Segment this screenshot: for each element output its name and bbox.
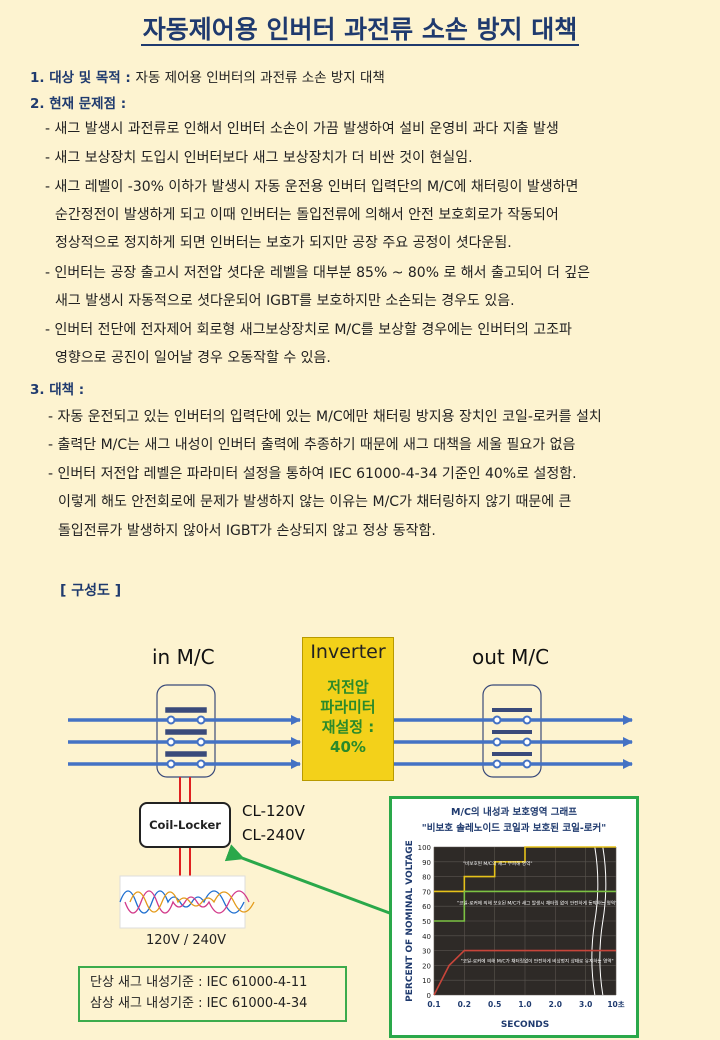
y-tick-label: 0 [427,992,431,1000]
series-line [434,846,616,893]
section-1-label: 1. 대상 및 목적 : [30,70,131,86]
y-tick-label: 70 [422,888,431,896]
coil-locker-box: Coil-Locker [139,802,231,848]
x-tick-label: 0.2 [458,1000,471,1009]
section-2-label: 2. 현재 문제점 : [30,96,127,112]
diagram-heading: [ 구성도 ] [60,583,122,599]
y-tick-label: 40 [422,933,431,941]
section-2-line: 영향으로 공진이 일어날 경우 오동작할 수 있음. [55,350,331,366]
chart-annotation: "코일-로커에 의해 M/C가 채터링없이 안전하게 비상정지 상태로 유지하는… [461,957,614,964]
voltage-label: 120V / 240V [146,933,227,948]
section-2-line: - 새그 보상장치 도입시 인버터보다 새그 보상장치가 더 비싼 것이 현실임… [45,150,473,166]
chart-subtitle: "비보호 솔레노이드 코일과 보호된 코일-로커" [421,823,607,834]
series-line [433,949,616,996]
chart-plot: 0 10 20 30 40 50 60 70 80 90 100 0.1 0.2 0.5 1.0 2.0 3.0… [405,840,625,1030]
inverter-line: 파라미터 [320,698,376,716]
section-1: 1. 대상 및 목적 : 자동 제어용 인버터의 과전류 소손 방지 대책 [30,66,385,86]
y-tick-label: 60 [422,903,431,911]
x-tick-label: 3.0 [579,1000,592,1009]
y-tick-label: 30 [422,948,431,956]
inverter-title: Inverter [310,641,386,663]
section-3-label: 3. 대책 : [30,382,85,398]
section-3-line: - 자동 운전되고 있는 인버터의 입력단에 있는 M/C에만 채터링 방지용 … [48,409,602,425]
x-tick-label: 0.1 [427,1000,440,1009]
section-2-line: 정상적으로 정지하게 되면 인버터는 보호가 되지만 공장 주요 공정이 셧다운… [55,235,512,251]
out-contactor-frame [482,684,542,778]
out-mc-label: out M/C [472,645,550,669]
inverter-setting-value: 40% [330,738,366,756]
standard-line: 삼상 새그 내성기준 : IEC 61000-4-34 [90,996,308,1011]
axis-break [599,846,607,996]
x-tick-label: 1.0 [518,1000,531,1009]
section-2-line: - 새그 레벨이 -30% 이하가 발생시 자동 운전용 인버터 입력단의 M/… [45,179,579,195]
axis-break [591,846,599,996]
tolerance-chart: M/C의 내성과 보호영역 그래프 "비보호 솔레노이드 코일과 보호된 코일-… [389,796,639,1038]
model-label: CL-240V [242,826,305,844]
section-2-line: 새그 발생시 자동적으로 셧다운되어 IGBT를 보호하지만 소손되는 경우도 … [55,293,515,309]
section-2-line: 순간정전이 발생하게 되고 이때 인버터는 돌입전류에 의해서 안전 보호회로가… [55,207,559,223]
y-tick-label: 100 [418,844,431,852]
in-contactor-frame [156,684,216,778]
inverter-line: 재설정 : [321,718,375,736]
section-2-line: - 새그 발생시 과전류로 인해서 인버터 소손이 가끔 발생하여 설비 운영비… [45,121,559,137]
section-3-line: 이렇게 해도 안전회로에 문제가 발생하지 않는 이유는 M/C가 채터링하지 … [58,494,572,510]
section-2-line: - 인버터 전단에 전자제어 회로형 새그보상장치로 M/C를 보상할 경우에는… [45,322,572,338]
x-tick-label: 0.5 [488,1000,501,1009]
series-line [434,890,616,922]
section-3-line: - 인버터 저전압 레벨은 파라미터 설정을 통하여 IEC 61000-4-3… [48,466,577,482]
chart-title: M/C의 내성과 보호영역 그래프 [451,807,577,818]
y-tick-label: 10 [422,977,431,985]
x-tick-label: 2.0 [549,1000,562,1009]
section-3-line: 돌입전류가 발생하지 않아서 IGBT가 손상되지 않고 정상 동작함. [58,523,436,539]
chart-annotation: "코일-로커에 의해 보호된 M/C가 새그 발생시 채터링 없이 안전하게 동… [457,900,617,907]
y-tick-label: 20 [422,962,431,970]
inverter-line: 저전압 [327,678,369,696]
sag-waveform [119,875,255,929]
section-1-value: 자동 제어용 인버터의 과전류 소손 방지 대책 [135,70,385,86]
y-tick-label: 80 [422,874,431,882]
x-tick-label: 10초 [607,1000,624,1009]
section-3-line: - 출력단 M/C는 새그 내성이 인버터 출력에 추종하기 때문에 새그 대책… [48,437,576,453]
page-title: 자동제어용 인버터 과전류 소손 방지 대책 [140,15,580,46]
standards-box: 단상 새그 내성기준 : IEC 61000-4-11 삼상 새그 내성기준 :… [78,966,347,1022]
model-label: CL-120V [242,802,305,820]
in-mc-label: in M/C [152,645,215,669]
y-tick-label: 50 [422,918,431,926]
y-tick-label: 90 [422,859,431,867]
chart-annotation: "비보호된 M/C의 새그 무피해 영역" [463,860,533,867]
y-axis-label: PERCENT OF NOMINAL VOLTAGE [405,840,415,1002]
coil-locker-label: Coil-Locker [149,818,221,832]
section-2-line: - 인버터는 공장 출고시 저전압 셧다운 레벨을 대부분 85% ~ 80% … [45,265,591,281]
inverter-box: Inverter 저전압 파라미터 재설정 : 40% [302,637,394,781]
x-axis-label: SECONDS [501,1020,549,1030]
standard-line: 단상 새그 내성기준 : IEC 61000-4-11 [90,975,308,990]
